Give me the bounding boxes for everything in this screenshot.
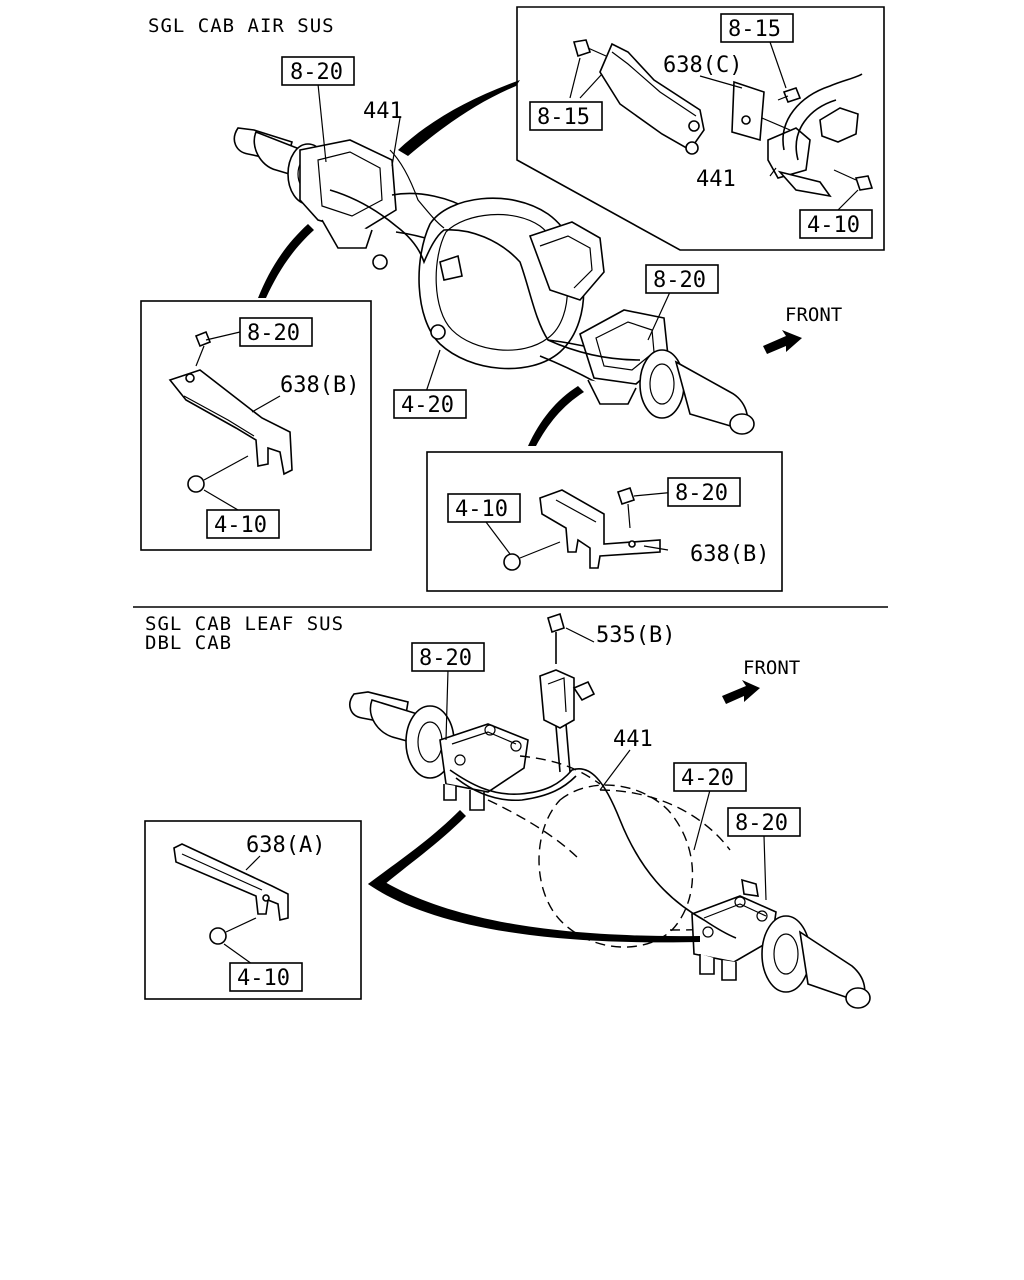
ref-box-8-20-a: 8-20 [281,56,355,86]
ref-box-4-10-b: 4-10 [206,509,280,539]
leader-8-20-upper-right [647,291,671,341]
ref-box-4-20-b: 4-20 [673,762,747,792]
svg-text:4-10: 4-10 [237,966,290,991]
callout-swoosh-upper-left [258,224,314,298]
svg-text:8-20: 8-20 [675,481,728,506]
front-label-lower: FRONT [743,657,800,679]
callout-swoosh-upper-right [398,80,520,156]
svg-text:4-10: 4-10 [455,497,508,522]
rear-axle-upper [233,127,755,435]
svg-text:4-20: 4-20 [401,393,454,418]
front-arrow-icon-lower [722,680,760,704]
ref-box-8-20-e: 8-20 [411,642,485,672]
detail-box-638c [516,6,885,251]
ref-box-8-20-f: 8-20 [727,807,801,837]
leader-8-20-lower-left [445,669,449,741]
part-label-441-b: 441 [696,167,736,192]
callout-swoosh-lower [368,878,700,943]
svg-text:8-15: 8-15 [537,105,590,130]
front-label-upper: FRONT [785,304,842,326]
ref-box-8-20-d: 8-20 [667,477,741,507]
part-label-638b-a: 638(B) [280,373,359,398]
svg-text:4-20: 4-20 [681,766,734,791]
leader-4-20-upper [425,349,441,393]
leader-8-20-upper-left [317,83,327,163]
svg-text:8-15: 8-15 [728,17,781,42]
svg-text:4-10: 4-10 [214,513,267,538]
ref-box-8-15-b: 8-15 [529,101,603,131]
ref-box-8-20-c: 8-20 [239,317,313,347]
leader-441-upper [391,117,401,167]
svg-text:8-20: 8-20 [653,268,706,293]
part-label-638b-b: 638(B) [690,542,769,567]
part-label-441-a: 441 [363,99,403,124]
header-dbl-cab: DBL CAB [145,632,232,654]
leader-4-20-lower [693,789,711,851]
part-label-441-c: 441 [613,727,653,752]
leader-535b [565,627,595,643]
svg-text:8-20: 8-20 [419,646,472,671]
leader-441-lower [599,749,631,791]
callout-swoosh-lower-left [368,810,466,890]
ref-box-8-20-b: 8-20 [645,264,719,294]
svg-text:8-20: 8-20 [247,321,300,346]
detail-box-638a [144,820,362,1000]
header-sgl-cab-air-sus: SGL CAB AIR SUS [148,15,335,37]
svg-text:8-20: 8-20 [290,60,343,85]
part-label-535b: 535(B) [596,623,675,648]
ref-box-4-20-a: 4-20 [393,389,467,419]
rear-axle-lower [349,612,871,1009]
ref-box-4-10-c: 4-10 [447,493,521,523]
svg-text:4-10: 4-10 [807,213,860,238]
header-sgl-cab-leaf-sus: SGL CAB LEAF SUS [145,613,344,635]
ref-box-4-10-a: 4-10 [799,209,873,239]
part-label-638c: 638(C) [663,53,742,78]
ref-box-8-15-a: 8-15 [720,13,794,43]
detail-box-638b-left [140,300,372,551]
svg-text:8-20: 8-20 [735,811,788,836]
front-arrow-icon-upper [763,330,802,354]
detail-box-638b-right [426,451,783,592]
callout-swoosh-upper-bottom [528,386,584,446]
leader-8-20-lower-right [763,835,767,901]
ref-box-4-10-d: 4-10 [229,962,303,992]
part-label-638a: 638(A) [246,833,325,858]
